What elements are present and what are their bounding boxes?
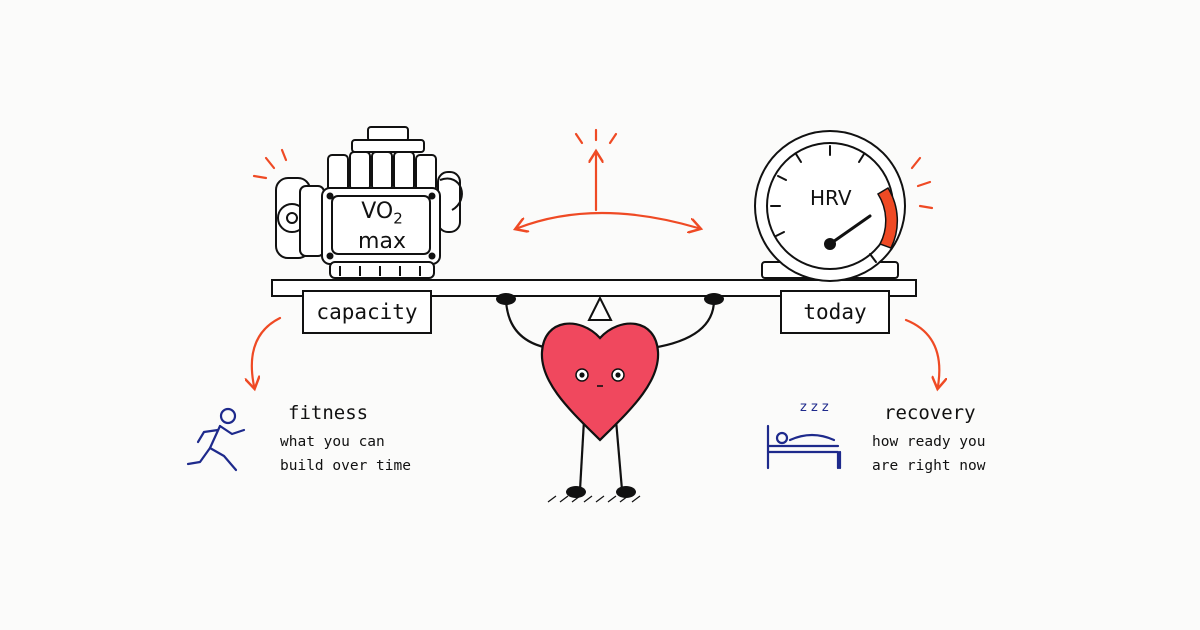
left-curved-arrow-icon: [252, 316, 282, 386]
engine-label-line2: max: [358, 229, 406, 255]
recovery-title: recovery: [884, 402, 976, 424]
capacity-label-text: capacity: [316, 300, 418, 324]
heart-character: [496, 293, 724, 503]
engine-label-main: VO: [361, 199, 394, 224]
bed-icon: [766, 424, 842, 470]
capacity-label: capacity: [302, 290, 432, 334]
runner-icon: [186, 407, 246, 472]
recovery-description: how ready you are right now: [872, 430, 986, 478]
up-arrow-spark-lines: [574, 128, 618, 145]
engine-label: VO2 max: [352, 200, 412, 254]
gauge-label: HRV: [810, 186, 852, 210]
sleep-zzz: z z z: [800, 400, 829, 415]
recovery-line-2: are right now: [872, 458, 986, 474]
gauge-icon: [754, 130, 906, 282]
engine-icon: [275, 126, 463, 279]
right-curved-arrow-icon: [904, 318, 939, 386]
recovery-line-1: how ready you: [872, 434, 986, 450]
gauge-spark-lines: [910, 156, 934, 210]
balance-beam: [271, 279, 917, 297]
fitness-line-1: what you can: [280, 434, 385, 450]
fitness-description: what you can build over time: [280, 430, 411, 478]
engine-label-subscript: 2: [393, 209, 403, 228]
balance-arrow-icon: [518, 154, 698, 228]
today-label: today: [780, 290, 890, 334]
fitness-line-2: build over time: [280, 458, 411, 474]
fitness-title: fitness: [288, 402, 369, 424]
engine-spark-lines: [252, 148, 288, 180]
today-label-text: today: [803, 300, 867, 324]
fulcrum-icon: [587, 295, 613, 321]
